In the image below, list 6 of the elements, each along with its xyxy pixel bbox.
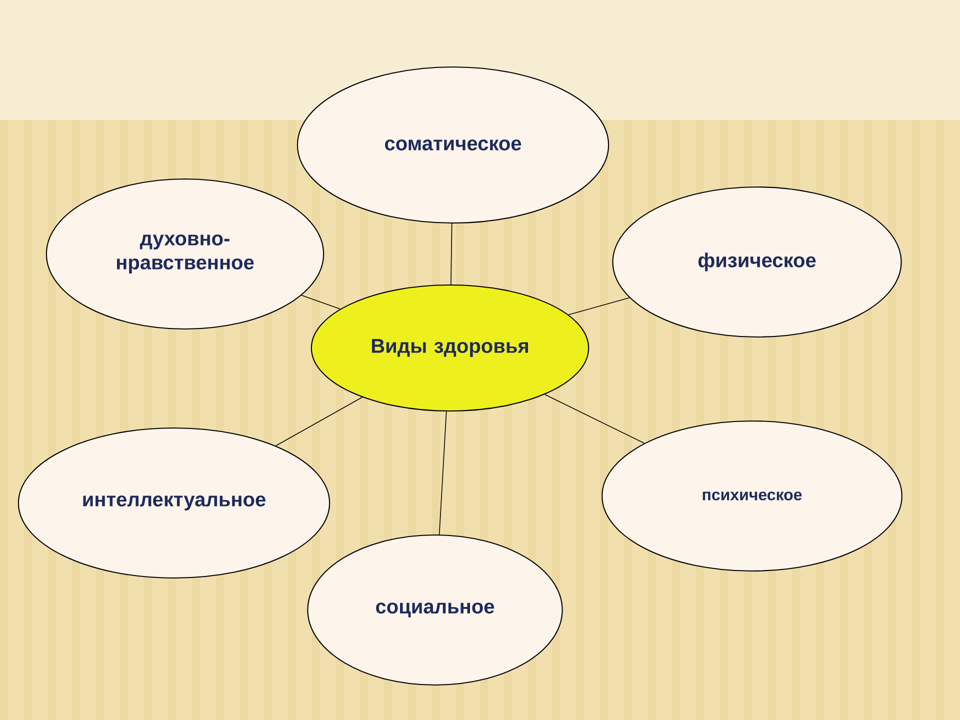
connector-line (568, 297, 630, 316)
connector-line (438, 411, 447, 535)
connector-line (276, 396, 363, 446)
connector-line (544, 394, 645, 444)
connector-line (450, 223, 452, 285)
connector-line (301, 294, 341, 310)
